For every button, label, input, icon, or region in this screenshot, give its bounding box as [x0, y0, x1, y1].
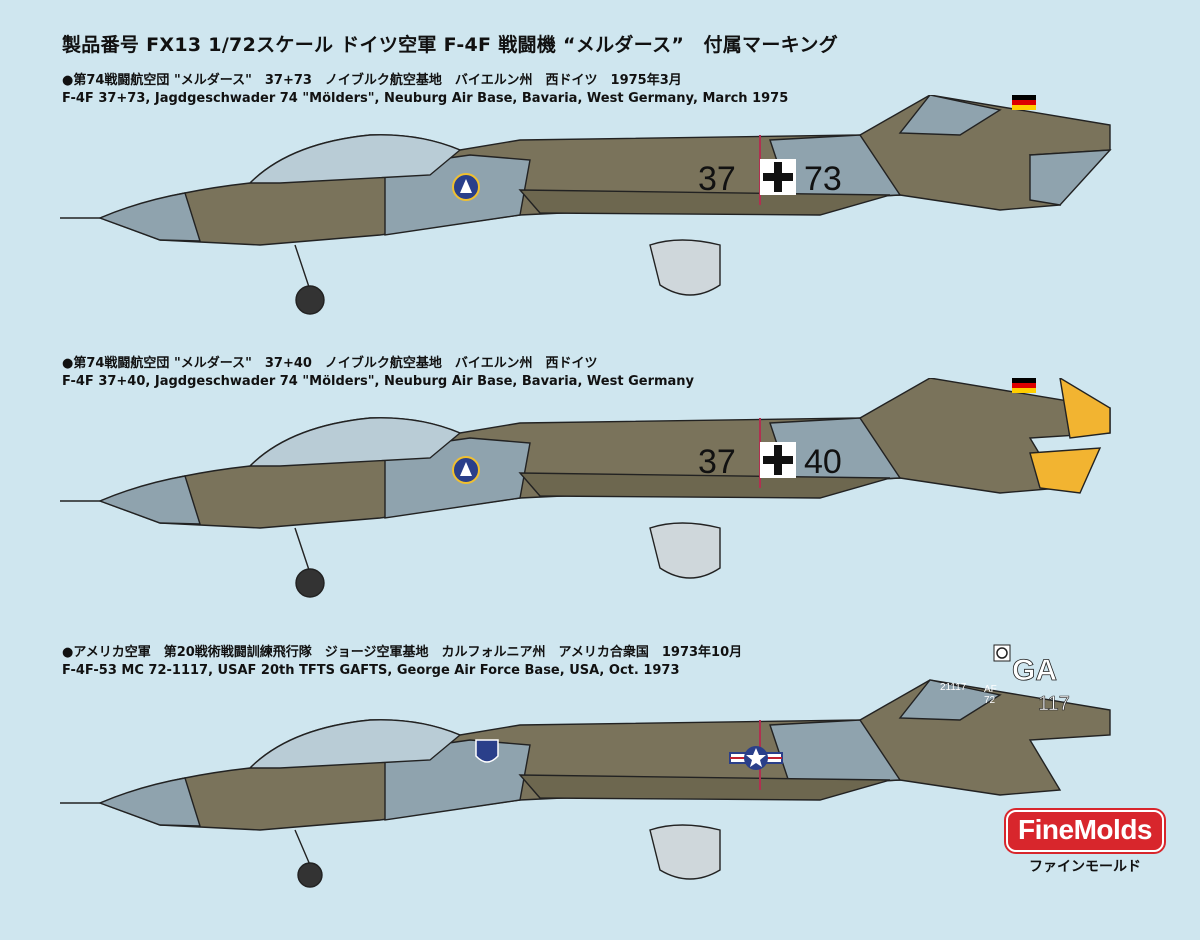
aircraft-profile-1: 37 73	[0, 95, 1200, 395]
balkenkreuz-icon	[760, 442, 796, 478]
aircraft-profile-3: GA 117 AF 72 21117	[0, 640, 1200, 940]
tail-small-1: AF	[984, 684, 997, 695]
page-title: 製品番号 FX13 1/72スケール ドイツ空軍 F-4F 戦闘機 “メルダース…	[62, 34, 838, 56]
profile-2-caption-jp: ●第74戦闘航空団 "メルダース" 37+40 ノイブルク航空基地 バイエルン州…	[62, 356, 598, 371]
brand-block: FineMolds ファインモールド	[1006, 810, 1164, 876]
tail-yellow	[1059, 378, 1111, 439]
f4-profile-1-drawing: 37 73	[60, 95, 1112, 315]
squadron-badge-icon	[452, 173, 480, 201]
nose-wheel	[295, 568, 325, 598]
drop-tank	[649, 522, 721, 579]
serial-number: 21117	[940, 682, 967, 693]
camo-grey-tail	[898, 95, 1002, 136]
nose-wheel	[297, 862, 323, 888]
tail-code: GA	[1012, 654, 1057, 687]
usaf-star-insignia-icon	[729, 746, 783, 770]
tactical-badge-icon	[993, 644, 1011, 662]
drop-tank	[649, 239, 721, 296]
squadron-shield-icon	[475, 739, 499, 763]
aircraft-profile-2: 37 40	[0, 378, 1200, 678]
squadron-badge-icon	[452, 456, 480, 484]
code-left: 37	[698, 160, 736, 198]
code-left: 37	[698, 443, 736, 481]
code-right: 73	[804, 160, 842, 198]
camo-grey-tail	[898, 679, 1002, 721]
brand-kana: ファインモールド	[1029, 859, 1142, 875]
airframe	[60, 378, 1111, 598]
german-flag-icon	[1012, 378, 1036, 393]
fuselage	[98, 378, 1111, 529]
canopy	[248, 719, 462, 769]
balkenkreuz-icon	[760, 159, 796, 195]
profile-3-caption-en: F-4F-53 MC 72-1117, USAF 20th TFTS GAFTS…	[62, 663, 680, 678]
tail-yellow-low	[1029, 447, 1102, 494]
wing	[518, 774, 891, 801]
profile-2-caption-en: F-4F 37+40, Jagdgeschwader 74 "Mölders",…	[62, 374, 695, 389]
drop-tank	[649, 824, 721, 880]
german-flag-icon	[1012, 95, 1036, 110]
canopy	[248, 417, 462, 467]
tail-small-2: 72	[984, 695, 996, 706]
airframe	[60, 679, 1111, 888]
camo-grey-tail-low	[1029, 149, 1112, 206]
profile-1-caption-jp: ●第74戦闘航空団 "メルダース" 37+73 ノイブルク航空基地 バイエルン州…	[62, 73, 682, 88]
profile-1-caption-en: F-4F 37+73, Jagdgeschwader 74 "Mölders",…	[62, 91, 789, 106]
camo-grey-nose	[98, 777, 201, 827]
airframe	[60, 95, 1112, 315]
nose-gear-strut	[294, 527, 311, 574]
camo-grey-nose	[98, 192, 201, 242]
camo-grey-nose	[98, 475, 201, 525]
nose-gear-strut	[294, 244, 311, 291]
f4-profile-2-drawing: 37 40	[60, 378, 1111, 598]
f4-profile-3-drawing: GA 117 AF 72 21117	[60, 644, 1111, 888]
canopy	[248, 134, 462, 184]
nose-wheel	[295, 285, 325, 315]
profile-3-caption-jp: ●アメリカ空軍 第20戦術戦闘訓練飛行隊 ジョージ空軍基地 カルフォルニア州 ア…	[62, 645, 743, 660]
code-right: 40	[804, 443, 842, 481]
finemolds-logo: FineMolds	[1006, 810, 1164, 852]
nose-gear-strut	[294, 829, 311, 866]
tail-number: 117	[1038, 693, 1070, 715]
camo-grey-rear	[769, 719, 902, 786]
